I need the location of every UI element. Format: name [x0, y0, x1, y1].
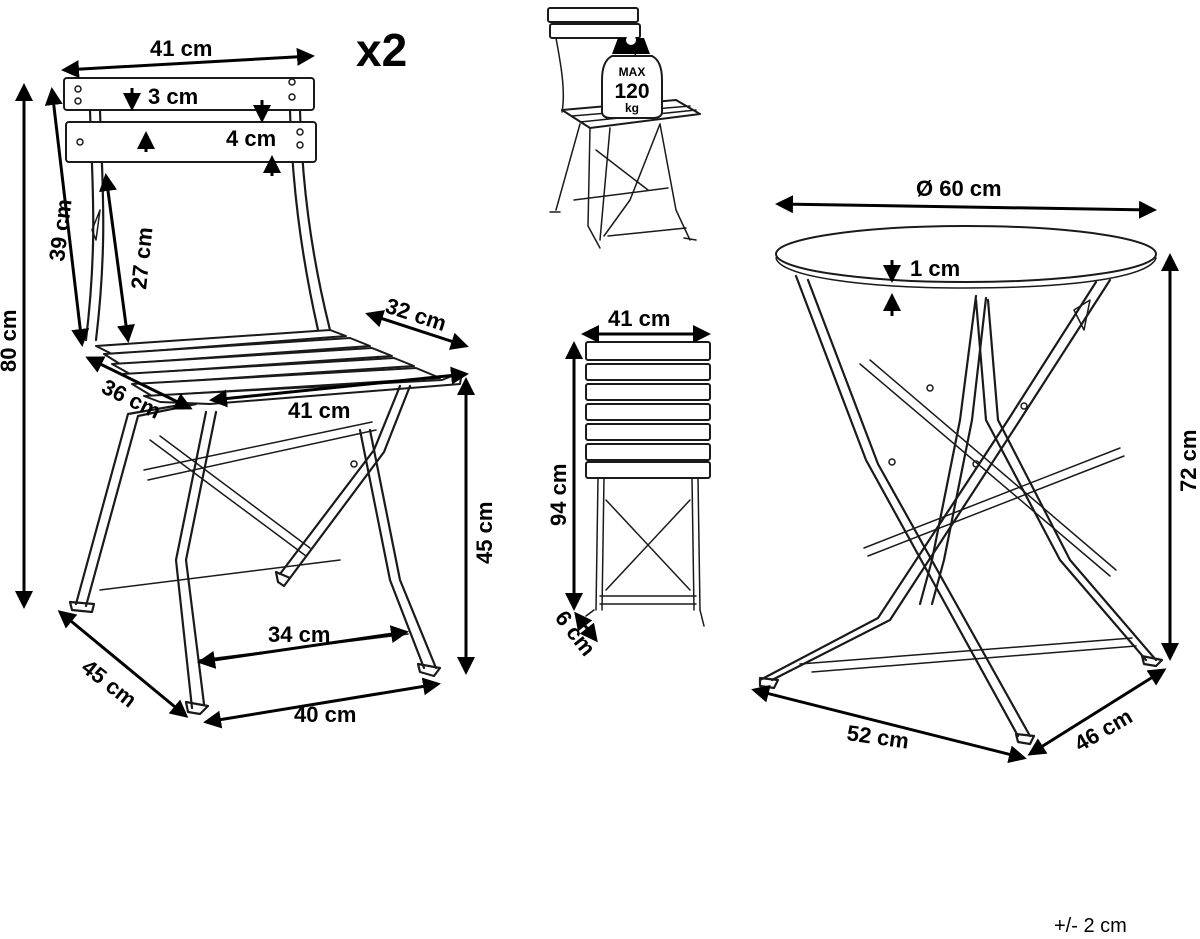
folded-depth-label: 6 cm: [550, 606, 601, 661]
table-height-label: 72 cm: [1176, 430, 1200, 492]
chair-slat-height-label: 4 cm: [226, 126, 276, 151]
table-base-width-label: 52 cm: [845, 720, 910, 753]
folded-width-label: 41 cm: [608, 306, 670, 331]
chair-back-lower-height-label: 27 cm: [126, 226, 157, 291]
table-diameter-label: Ø 60 cm: [916, 176, 1002, 201]
chair-base-width-label: 40 cm: [294, 702, 356, 727]
table-top: [775, 225, 1157, 283]
chair-slat-gap-label: 3 cm: [148, 84, 198, 109]
chair-footrest-width-label: 34 cm: [268, 622, 330, 647]
chair-load-drawing: MAX 120 kg: [547, 7, 701, 249]
table-drawing: [758, 225, 1164, 746]
tolerance-label: +/- 2 cm: [1054, 915, 1127, 937]
weight-icon: MAX 120 kg: [601, 35, 663, 119]
chair-back-slat-lower: [65, 121, 317, 163]
table-base-depth-label: 46 cm: [1070, 703, 1137, 756]
chair-back-width-label: 41 cm: [150, 36, 212, 61]
chair-base-depth-label: 45 cm: [77, 654, 142, 712]
folded-height-label: 94 cm: [546, 464, 571, 526]
table-thickness-label: 1 cm: [910, 256, 960, 281]
chair-seat-width-label: 41 cm: [288, 398, 350, 423]
chair-total-height-label: 80 cm: [0, 310, 21, 372]
quantity-label: x2: [356, 24, 407, 76]
chair-seat-height-label: 45 cm: [472, 502, 497, 564]
max-load-label: MAX: [619, 65, 646, 79]
max-load-unit: kg: [625, 101, 639, 115]
max-load-value: 120: [614, 80, 649, 103]
folded-chair-drawing: [585, 341, 711, 627]
